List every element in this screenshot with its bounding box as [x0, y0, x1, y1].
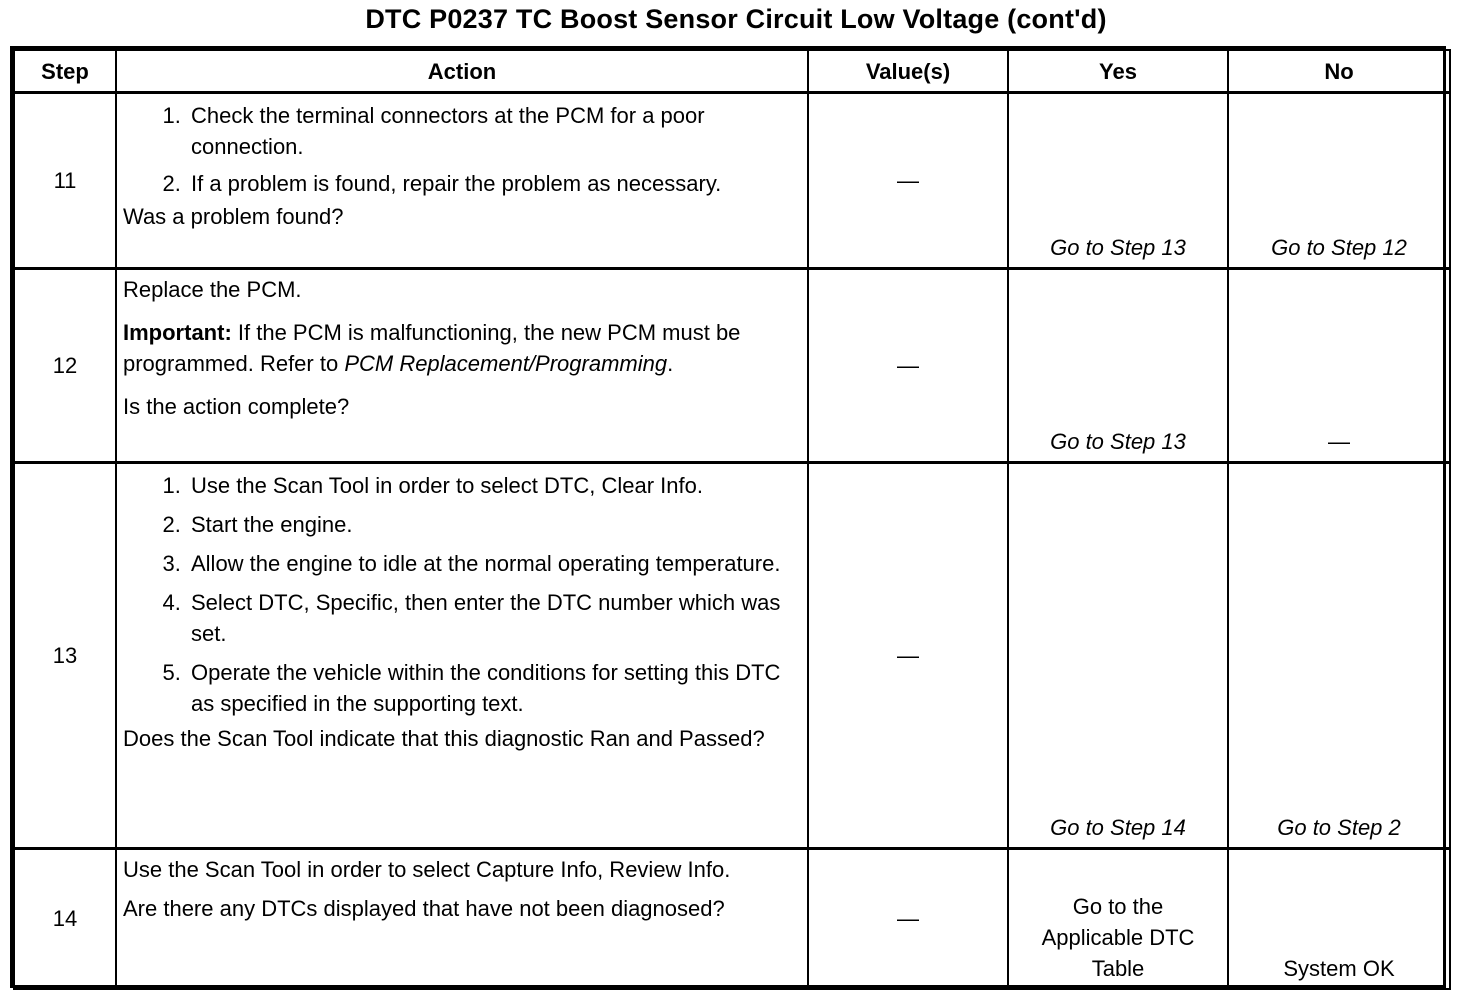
step-number: 13 — [13, 461, 117, 850]
header-row: Step Action Value(s) Yes No — [13, 49, 1451, 94]
value-cell: — — [807, 847, 1009, 990]
step-number: 11 — [13, 91, 117, 270]
action-list: Use the Scan Tool in order to select DTC… — [123, 470, 799, 719]
header-action: Action — [115, 49, 809, 94]
header-step: Step — [13, 49, 117, 94]
important-end: . — [667, 351, 674, 376]
action-question: Are there any DTCs displayed that have n… — [123, 896, 725, 921]
action-list: Check the terminal connectors at the PCM… — [123, 100, 799, 199]
value-cell: — — [807, 267, 1009, 464]
action-item: Select DTC, Specific, then enter the DTC… — [187, 587, 799, 649]
yes-cell: Go to Step 13 — [1007, 267, 1229, 464]
no-cell: Go to Step 12 — [1227, 91, 1451, 270]
important-reference: PCM Replacement/Programming — [344, 351, 668, 376]
diagnostic-table-grid: Step Action Value(s) Yes No 11 Check the… — [13, 49, 1451, 990]
header-no: No — [1227, 49, 1451, 94]
important-note: Important: If the PCM is malfunctioning,… — [123, 317, 799, 379]
diagnostic-table: Step Action Value(s) Yes No 11 Check the… — [10, 46, 1451, 990]
action-item: Allow the engine to idle at the normal o… — [187, 548, 799, 579]
action-line: Replace the PCM. — [123, 277, 302, 302]
action-question: Does the Scan Tool indicate that this di… — [123, 726, 765, 751]
value-cell: — — [807, 461, 1009, 850]
no-cell: — — [1227, 267, 1451, 464]
yes-cell: Go to Step 13 — [1007, 91, 1229, 270]
action-question: Is the action complete? — [123, 394, 350, 419]
action-item: Start the engine. — [187, 509, 799, 540]
action-cell: Check the terminal connectors at the PCM… — [115, 91, 809, 270]
action-item: Use the Scan Tool in order to select DTC… — [187, 470, 799, 501]
no-cell: System OK — [1227, 847, 1451, 990]
yes-cell: Go to Step 14 — [1007, 461, 1229, 850]
table-row-step-12: 12 Replace the PCM. Important: If the PC… — [13, 267, 1451, 464]
action-item: Check the terminal connectors at the PCM… — [187, 100, 799, 162]
table-row-step-13: 13 Use the Scan Tool in order to select … — [13, 461, 1451, 850]
value-cell: — — [807, 91, 1009, 270]
header-yes: Yes — [1007, 49, 1229, 94]
yes-cell-text: Go to the Applicable DTC Table — [1041, 893, 1195, 981]
action-cell: Use the Scan Tool in order to select DTC… — [115, 461, 809, 850]
table-row-step-14: 14 Use the Scan Tool in order to select … — [13, 847, 1451, 990]
important-text: If the PCM is malfunctioning, the new PC… — [123, 320, 741, 376]
action-cell: Replace the PCM. Important: If the PCM i… — [115, 267, 809, 464]
header-values: Value(s) — [807, 49, 1009, 94]
step-number: 14 — [13, 847, 117, 990]
document-title: DTC P0237 TC Boost Sensor Circuit Low Vo… — [365, 4, 1107, 34]
action-item: Operate the vehicle within the condition… — [187, 657, 799, 719]
step-number: 12 — [13, 267, 117, 464]
important-label: Important: — [123, 320, 232, 345]
action-cell: Use the Scan Tool in order to select Cap… — [115, 847, 809, 990]
action-item: If a problem is found, repair the proble… — [187, 168, 799, 199]
action-line: Use the Scan Tool in order to select Cap… — [123, 857, 731, 882]
action-question: Was a problem found? — [123, 204, 344, 229]
no-cell: Go to Step 2 — [1227, 461, 1451, 850]
yes-cell: Go to the Applicable DTC Table — [1007, 847, 1229, 990]
table-row-step-11: 11 Check the terminal connectors at the … — [13, 91, 1451, 270]
